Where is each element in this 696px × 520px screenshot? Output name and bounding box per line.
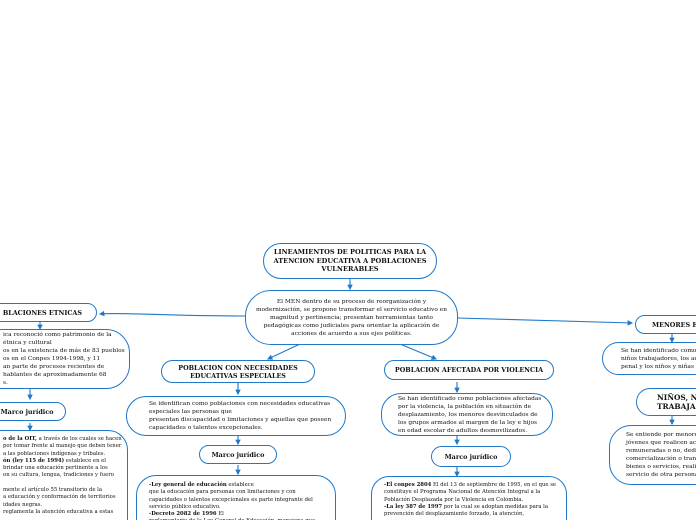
violencia-legal-bold: -La ley 387 de 1997 [384, 503, 443, 510]
etnicas-legal-text: o de la OIT, a través de los cuales se h… [3, 436, 122, 516]
etnicas-description-text: ica reconoció como patrimonio de la étni… [3, 332, 125, 386]
especiales-legal-line: -Decreto 2082 de 1996 El [149, 511, 315, 518]
violencia-legal-node[interactable]: -El conpes 2804 El del 13 de septiembre … [371, 476, 567, 520]
etnicas-legal-span: por tomar frente al manejo que deben ten… [3, 443, 122, 450]
menores-title-text: MENORES E [652, 320, 696, 329]
especiales-legal-span: que la educación para personas con limit… [149, 489, 296, 496]
menores-description-text: Se han identificado como s niños trabaja… [621, 347, 696, 370]
link-center-to-etnicas [98, 310, 246, 317]
link-center-to-especiales [267, 343, 301, 360]
especiales-legal-node[interactable]: -Ley general de educación establece que … [136, 475, 336, 520]
violencia-legal-line: -El conpes 2804 El del 13 de septiembre … [384, 482, 558, 504]
link-center-to-menores [457, 317, 634, 326]
etnicas-legal-node[interactable]: o de la OIT, a través de los cuales se h… [0, 430, 128, 520]
central-description-text: El MEN dentro de su proceso de reorganiz… [255, 298, 448, 337]
etnicas-legal-span: idades negras. [3, 501, 43, 508]
etnicas-title-text: BLACIONES ETNICAS [2, 308, 82, 317]
violencia-description-node[interactable]: Se han identificado como poblaciones afe… [381, 393, 553, 436]
etnicas-legal-line [3, 480, 122, 487]
especiales-legal-line: que la educación para personas con limit… [149, 489, 315, 496]
menores-title-node[interactable]: MENORES E [635, 315, 696, 334]
etnicas-legal-bold: o de la OIT, [3, 436, 37, 442]
especiales-marco-node[interactable]: Marco jurídico [199, 445, 277, 464]
especiales-legal-span: reglamentario de la Ley General de Educa… [149, 518, 315, 520]
etnicas-legal-line: ón (ley 115 de 1994) establece en el [3, 458, 122, 465]
especiales-legal-span: establece [226, 482, 254, 488]
central-title-text: LINEAMIENTOS DE POLITICAS PARA LA ATENCI… [273, 248, 427, 274]
especiales-legal-span: capacidades o talentos excepcionales es … [149, 496, 313, 503]
violencia-marco-text: Marco jurídico [444, 452, 498, 461]
etnicas-legal-span: on su cultura, lengua, tradiciones y fue… [3, 472, 114, 479]
especiales-title-node[interactable]: POBLACION CON NECESIDADES EDUCATIVAS ESP… [161, 360, 315, 383]
especiales-legal-line: servicio público educativo. [149, 504, 315, 511]
violencia-legal-line: -La ley 387 de 1997 por la cual se adopt… [384, 504, 558, 519]
especiales-legal-span: El [216, 511, 224, 518]
trabajadores-description-text: Se entiende por menores t jóvenes que re… [626, 432, 696, 478]
violencia-legal-span: El del 13 de septiembre de 1995, en el q… [384, 482, 557, 503]
etnicas-legal-line: a educación y conformación de territorio… [3, 494, 122, 501]
violencia-title-node[interactable]: POBLACION AFECTADA POR VIOLENCIA [384, 360, 554, 380]
trabajadores-title-text: NIÑOS, NI TRABAJAD [657, 393, 696, 411]
etnicas-legal-line: a las poblaciones indígenas y tribales. [3, 451, 122, 458]
etnicas-legal-span: a las poblaciones indígenas y tribales. [3, 450, 106, 457]
especiales-legal-span: servicio público educativo. [149, 503, 221, 510]
trabajadores-title-node[interactable]: NIÑOS, NI TRABAJAD [636, 388, 696, 416]
etnicas-legal-bold: ón (ley 115 de 1994) [3, 457, 65, 464]
etnicas-legal-line: brindar una educación pertinente a los [3, 465, 122, 472]
etnicas-legal-span: a través de los cuales se hacen [36, 436, 122, 442]
link-center-to-violencia [399, 343, 438, 360]
especiales-description-text: Se identifican como poblaciones con nece… [149, 401, 332, 431]
etnicas-legal-span: mente el artículo 55 transitorio de la [3, 487, 103, 494]
etnicas-legal-line: idades negras. [3, 502, 122, 509]
etnicas-marco-node[interactable]: Marco jurídico [0, 402, 66, 421]
especiales-legal-bold: -Decreto 2082 de 1996 [149, 511, 217, 518]
violencia-title-text: POBLACION AFECTADA POR VIOLENCIA [394, 366, 544, 374]
central-title-node[interactable]: LINEAMIENTOS DE POLITICAS PARA LA ATENCI… [263, 243, 437, 279]
especiales-legal-text: -Ley general de educación establece que … [149, 482, 315, 520]
central-description-node[interactable]: El MEN dentro de su proceso de reorganiz… [245, 290, 458, 345]
especiales-legal-line: reglamentario de la Ley General de Educa… [149, 518, 315, 520]
etnicas-legal-line: on su cultura, lengua, tradiciones y fue… [3, 472, 122, 479]
etnicas-legal-line: reglamenta la atención educativa a estas [3, 509, 122, 516]
violencia-legal-text: -El conpes 2804 El del 13 de septiembre … [384, 482, 558, 518]
etnicas-legal-line: o de la OIT, a través de los cuales se h… [3, 436, 122, 443]
etnicas-legal-span: establece en el [64, 457, 106, 464]
especiales-legal-line: capacidades o talentos excepcionales es … [149, 497, 315, 504]
especiales-legal-line: -Ley general de educación establece [149, 482, 315, 489]
especiales-legal-bold: -Ley general de educación [149, 482, 227, 488]
etnicas-description-node[interactable]: ica reconoció como patrimonio de la étni… [0, 329, 130, 389]
especiales-marco-text: Marco jurídico [211, 450, 265, 459]
violencia-description-text: Se han identificado como poblaciones afe… [398, 395, 542, 434]
etnicas-legal-line: por tomar frente al manejo que deben ten… [3, 443, 122, 450]
trabajadores-description-node[interactable]: Se entiende por menores t jóvenes que re… [609, 425, 696, 485]
etnicas-legal-span: brindar una educación pertinente a los [3, 465, 108, 472]
etnicas-legal-span: a educación y conformación de territorio… [3, 494, 116, 501]
etnicas-marco-text: Marco jurídico [0, 407, 54, 416]
etnicas-title-node[interactable]: BLACIONES ETNICAS [0, 303, 97, 322]
especiales-description-node[interactable]: Se identifican como poblaciones con nece… [126, 396, 346, 436]
etnicas-legal-line: mente el artículo 55 transitorio de la [3, 487, 122, 494]
menores-description-node[interactable]: Se han identificado como s niños trabaja… [602, 342, 696, 375]
especiales-title-text: POBLACION CON NECESIDADES EDUCATIVAS ESP… [178, 363, 298, 380]
violencia-legal-span: por la cual se adoptan medidas para la p… [384, 503, 549, 518]
violencia-marco-node[interactable]: Marco jurídico [431, 446, 511, 467]
violencia-legal-bold: -El conpes 2804 [384, 482, 432, 488]
etnicas-legal-span: reglamenta la atención educativa a estas [3, 508, 114, 515]
